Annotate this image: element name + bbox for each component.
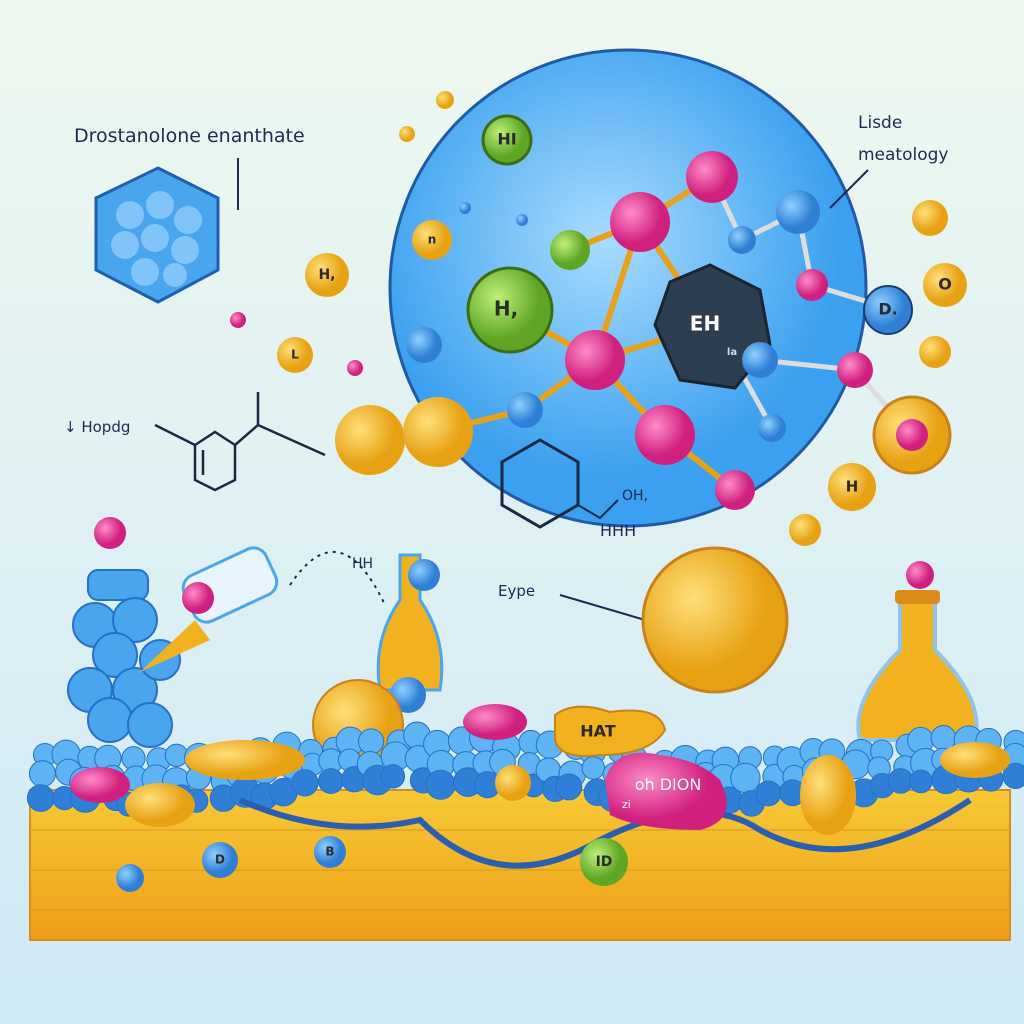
- skeletal-structure: [154, 392, 326, 492]
- callout-line-1: Lisde: [858, 113, 902, 133]
- atom-id: [580, 838, 628, 886]
- cell-bubble: [380, 764, 406, 789]
- blob-zi-label: zi: [622, 798, 631, 811]
- cell-bubble: [555, 773, 583, 801]
- atom-h2: [305, 253, 349, 297]
- atom-o: [923, 263, 967, 307]
- cell-bubble: [730, 762, 761, 794]
- atom: [837, 352, 873, 388]
- callout-eype: Eype: [498, 582, 535, 600]
- atom: [403, 397, 473, 467]
- atom: [896, 419, 928, 451]
- atom-h-green: [466, 266, 554, 354]
- atom: [507, 392, 543, 428]
- blob-hat-label: HAT: [580, 722, 616, 741]
- cell-bubble: [317, 768, 344, 794]
- atom: [550, 230, 590, 270]
- atom-h2-label: H,: [318, 267, 335, 283]
- atom-n: [412, 220, 452, 260]
- cell-bubble: [887, 768, 914, 794]
- benzene-ring: [500, 438, 580, 529]
- atom-hi: [481, 114, 533, 166]
- atom-h-green-label: H,: [494, 297, 518, 321]
- callout-line-2: meatology: [858, 145, 948, 165]
- small-flask: [376, 553, 444, 692]
- center-atom: [653, 263, 772, 390]
- atom-hi-label: HI: [497, 130, 516, 149]
- cell-cluster-left: [67, 569, 181, 748]
- atom: [789, 514, 821, 546]
- cell-bubble: [28, 760, 56, 788]
- atom: [728, 226, 756, 254]
- atom-id-label: ID: [596, 854, 613, 870]
- atom: [796, 269, 828, 301]
- cell-bubble: [1002, 762, 1024, 789]
- callout-hopdg: ↓ Hopdg: [64, 418, 130, 436]
- center-atom-sub: la: [727, 347, 737, 358]
- atom: [335, 405, 405, 475]
- blob-dion-label: oh DION: [635, 775, 702, 794]
- atom-d-label: D.: [878, 300, 897, 319]
- blob-dion: [605, 752, 727, 830]
- atom: [610, 192, 670, 252]
- atom: [406, 327, 442, 363]
- atom: [742, 342, 778, 378]
- center-atom-label: EH: [690, 312, 720, 336]
- atom-dd: [202, 842, 238, 878]
- atom-b-label: B: [325, 845, 334, 859]
- atom: [758, 414, 786, 442]
- atom-h-label: H: [846, 478, 859, 496]
- atom-b: [314, 836, 346, 868]
- atom-d: [863, 285, 913, 335]
- cell-bubble: [909, 769, 933, 794]
- atom-l: [277, 337, 313, 373]
- formula-hh: HH: [352, 556, 373, 572]
- cell-bubble: [425, 769, 456, 800]
- formula-oh: OH,: [622, 488, 648, 504]
- large-sphere: [641, 546, 789, 694]
- atom-l-label: L: [291, 348, 299, 362]
- atom: [912, 200, 948, 236]
- atom: [635, 405, 695, 465]
- cell-bubble: [26, 784, 55, 812]
- atom: [565, 330, 625, 390]
- atom: [686, 151, 738, 203]
- cell-bubble: [357, 728, 385, 755]
- atom: [776, 190, 820, 234]
- blob-hat: [554, 705, 667, 757]
- cell-bubble: [755, 780, 782, 807]
- atom: [715, 470, 755, 510]
- cell-bubble: [581, 756, 606, 780]
- atom-o-label: O: [938, 275, 952, 294]
- title-label: Drostanolone enanthate: [74, 125, 305, 147]
- atom-n-label: n: [428, 233, 437, 247]
- cell-bubble: [291, 769, 319, 797]
- formula-hhh: HHH: [600, 521, 636, 540]
- atom: [919, 336, 951, 368]
- atom-h: [828, 463, 876, 511]
- atom-dd-label: D: [215, 853, 225, 867]
